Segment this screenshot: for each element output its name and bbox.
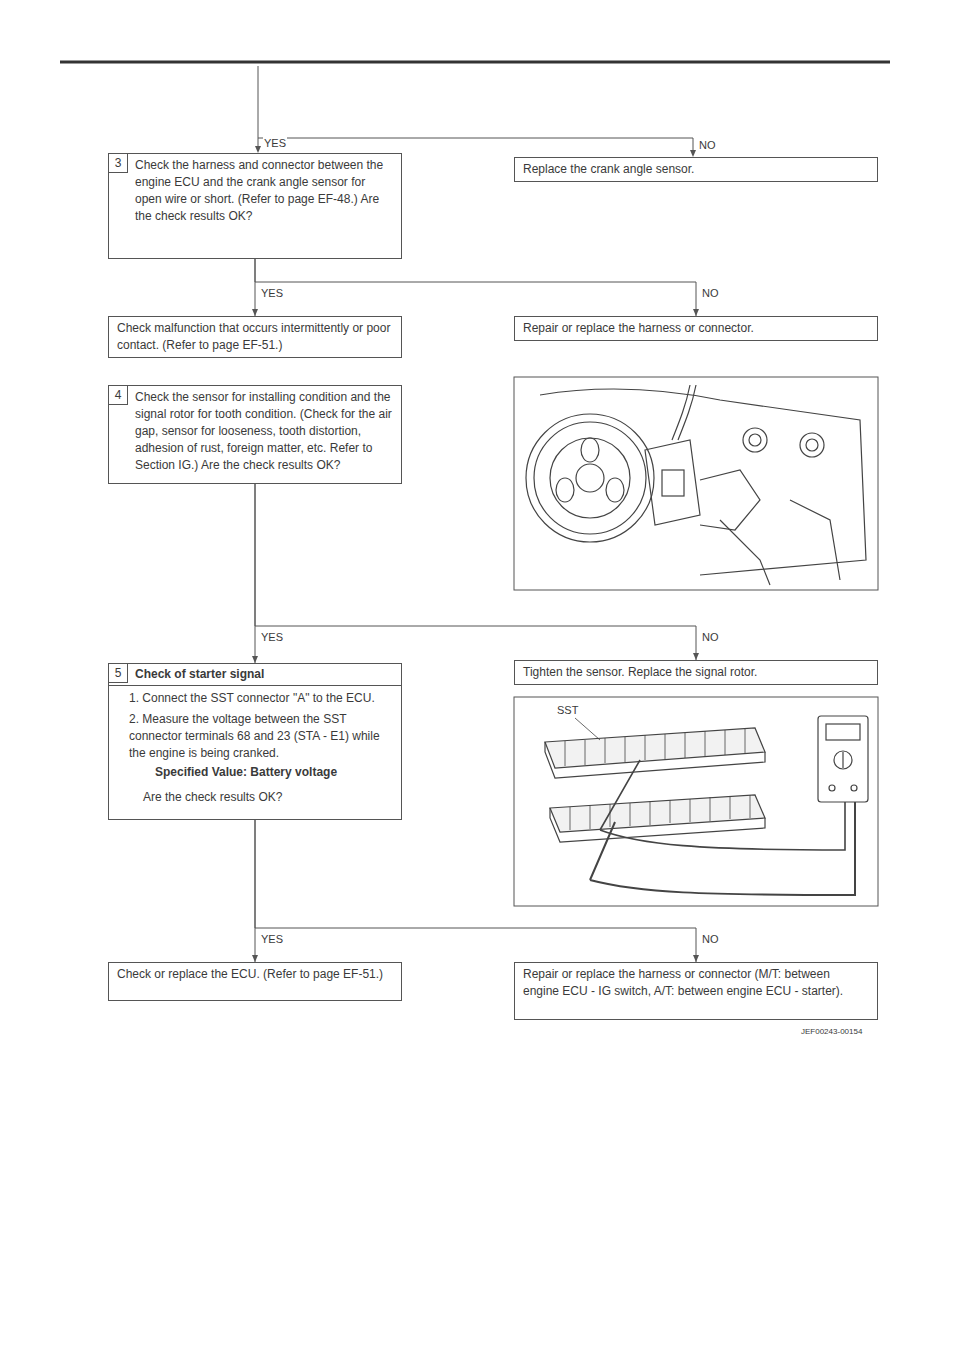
process-box: 4Check the sensor for installing conditi… [108, 385, 402, 484]
box-text: Tighten the sensor. Replace the signal r… [515, 661, 877, 684]
sst-connector-side [545, 742, 765, 778]
box-text: Repair or replace the harness or connect… [515, 317, 877, 340]
box-text: Check or replace the ECU. (Refer to page… [109, 963, 401, 986]
oil-pump-cover [700, 470, 760, 530]
multimeter-dial [834, 751, 852, 769]
illustration-frame [514, 697, 878, 906]
branch-label: NO [701, 932, 720, 946]
pulley-hub [550, 438, 630, 518]
engine-detail-line [720, 500, 840, 585]
branch-label: NO [698, 138, 717, 152]
procedure-item: 1. Connect the SST connector "A" to the … [109, 686, 401, 707]
sst-connector [550, 795, 765, 832]
process-box: Repair or replace the harness or connect… [514, 962, 878, 1020]
pulley-hole [581, 438, 599, 462]
process-box: Repair or replace the harness or connect… [514, 316, 878, 341]
arrow-head [252, 656, 258, 663]
multimeter [818, 716, 868, 802]
multimeter-dial-mark [842, 752, 843, 768]
tester-probe-lead [590, 800, 855, 895]
arrow-head [693, 653, 699, 660]
branch-label: YES [260, 630, 284, 644]
arrow-head [690, 150, 696, 157]
box-text: Replace the crank angle sensor. [515, 158, 877, 181]
process-box: Replace the crank angle sensor. [514, 157, 878, 182]
bolt [749, 434, 761, 446]
sst-connector-side [550, 808, 765, 842]
arrow-head [255, 146, 261, 153]
arrow-head [252, 955, 258, 962]
connector-ribs [570, 795, 750, 830]
pulley-hole [606, 478, 624, 502]
bolt [800, 433, 824, 457]
step-number: 5 [109, 664, 128, 683]
connector-line [255, 484, 696, 660]
header-rule [60, 61, 890, 64]
tester-probe-lead [600, 760, 845, 850]
pulley-center [576, 464, 604, 492]
crank-pulley [526, 414, 654, 542]
bolt [806, 439, 818, 451]
figure-code: JEF00243-00154 [800, 1026, 863, 1037]
process-box: Check malfunction that occurs intermitte… [108, 316, 402, 358]
multimeter-jack [829, 785, 835, 791]
box-text: Check malfunction that occurs intermitte… [109, 317, 401, 357]
tool-label: SST [556, 703, 579, 717]
sst-connector [545, 728, 765, 768]
box-text: Repair or replace the harness or connect… [515, 963, 877, 1003]
arrow-head [693, 955, 699, 962]
illustration-frame [514, 377, 878, 590]
bolt [743, 428, 767, 452]
engine-block-outline [540, 389, 866, 575]
branch-label: YES [260, 286, 284, 300]
box-text: Check the sensor for installing conditio… [109, 386, 401, 479]
pulley-hole [556, 478, 574, 502]
process-box: Tighten the sensor. Replace the signal r… [514, 660, 878, 685]
branch-label: YES [260, 932, 284, 946]
connector-line [255, 259, 696, 316]
multimeter-display [826, 724, 860, 740]
incoming-branch-line [258, 66, 693, 150]
box-question: Are the check results OK? [109, 781, 401, 814]
flow-connector [255, 484, 699, 660]
multimeter-jack [851, 785, 857, 791]
specified-value: Specified Value: Battery voltage [109, 762, 401, 781]
leader-line [575, 718, 600, 740]
sensor-connector [662, 470, 684, 496]
process-box: 3Check the harness and connector between… [108, 153, 402, 259]
box-text: Check the harness and connector between … [109, 154, 401, 230]
step-number: 4 [109, 386, 128, 405]
branch-label: YES [263, 136, 287, 150]
crank-angle-sensor [645, 440, 700, 525]
arrow-head [252, 309, 258, 316]
step-heading: Check of starter signal [109, 664, 401, 686]
sst-illustration [545, 716, 868, 895]
branch-label: NO [701, 286, 720, 300]
sensor-wire [672, 385, 696, 440]
branch-label: NO [701, 630, 720, 644]
process-box: 5Check of starter signal1. Connect the S… [108, 663, 402, 820]
procedure-item: 2. Measure the voltage between the SST c… [109, 707, 401, 762]
connector-ribs [565, 729, 745, 766]
engine-illustration [526, 385, 866, 585]
arrow-head [693, 309, 699, 316]
connector-line [255, 820, 696, 962]
flow-connector [255, 259, 699, 316]
crank-pulley-groove [534, 422, 646, 534]
step-number: 3 [109, 154, 128, 173]
process-box: Check or replace the ECU. (Refer to page… [108, 962, 402, 1001]
flow-connector [255, 820, 699, 962]
